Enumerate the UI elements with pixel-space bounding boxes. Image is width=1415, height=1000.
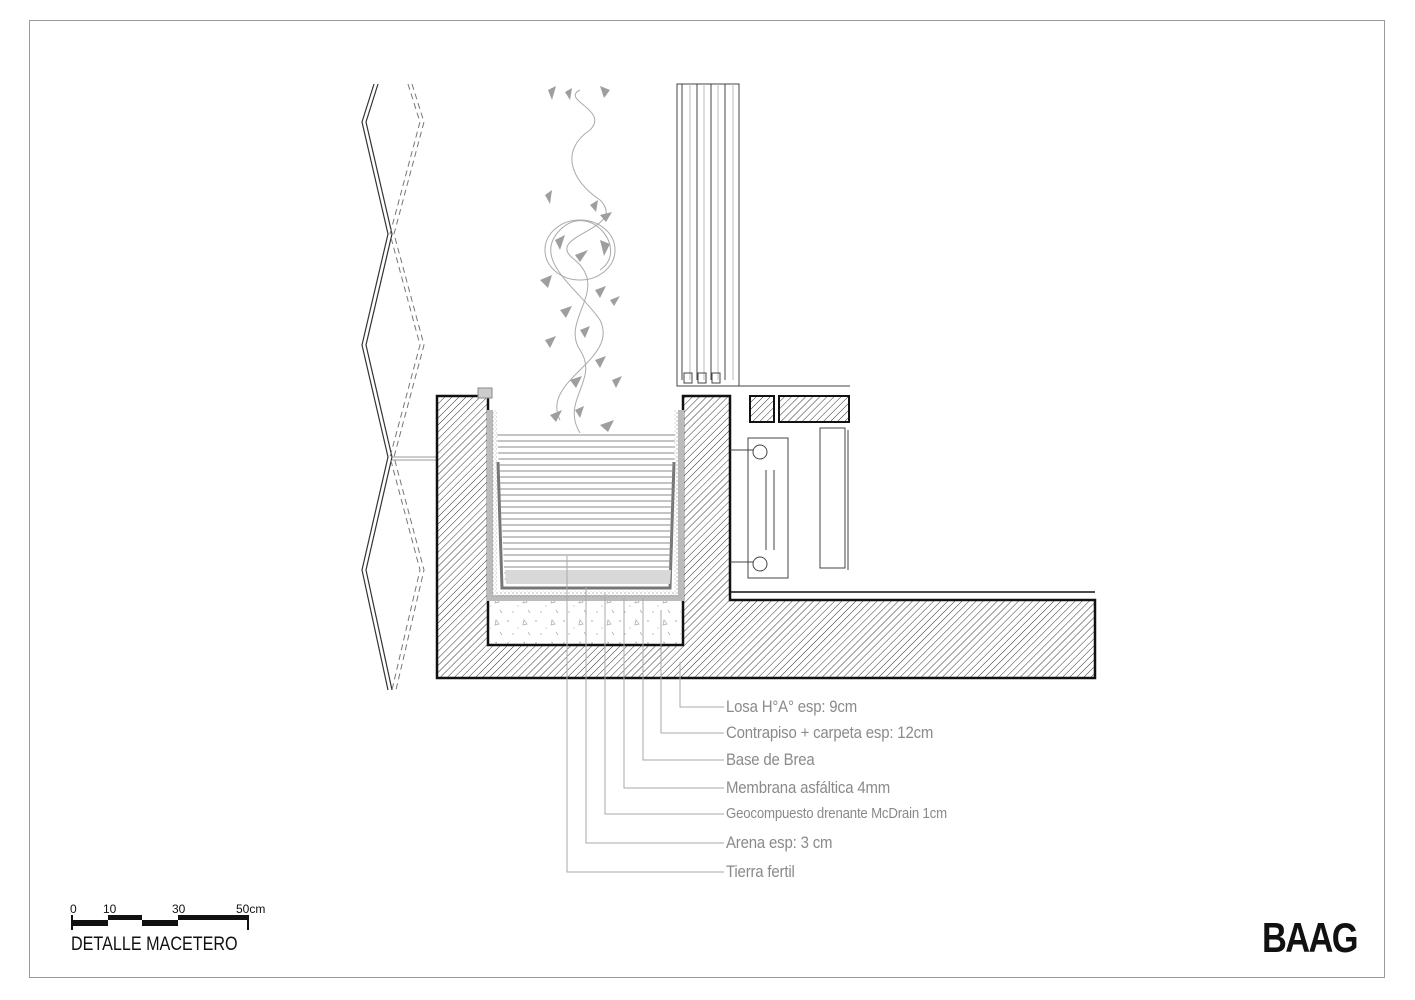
window-frame bbox=[676, 83, 850, 387]
scale-tick-10: 10 bbox=[103, 902, 117, 916]
legend-membrana: Membrana asfáltica 4mm bbox=[726, 778, 891, 797]
facade-zigzag bbox=[361, 83, 437, 691]
brand-logo: BAAG bbox=[1262, 914, 1358, 961]
legend-arena: Arena esp: 3 cm bbox=[726, 833, 833, 852]
scale-tick-30: 30 bbox=[172, 902, 186, 916]
legend-geocompuesto: Geocompuesto drenante McDrain 1cm bbox=[726, 805, 947, 822]
scale-tick-50: 50cm bbox=[236, 902, 266, 916]
legend-tierra: Tierra fertil bbox=[726, 862, 795, 881]
scale-tick-0: 0 bbox=[70, 902, 77, 916]
drawing-frame bbox=[29, 20, 1385, 978]
legend-contrapiso: Contrapiso + carpeta esp: 12cm bbox=[726, 723, 934, 742]
drawing-title: DETALLE MACETERO bbox=[71, 934, 238, 955]
legend-base-brea: Base de Brea bbox=[726, 750, 815, 769]
radiator bbox=[730, 427, 849, 579]
threshold-blocks bbox=[749, 395, 850, 423]
soil-fill bbox=[497, 433, 675, 584]
legend-losa: Losa H°A° esp: 9cm bbox=[726, 697, 858, 716]
leader-lines bbox=[566, 556, 724, 873]
plant-foliage bbox=[540, 86, 622, 434]
scale-bar bbox=[71, 915, 249, 930]
